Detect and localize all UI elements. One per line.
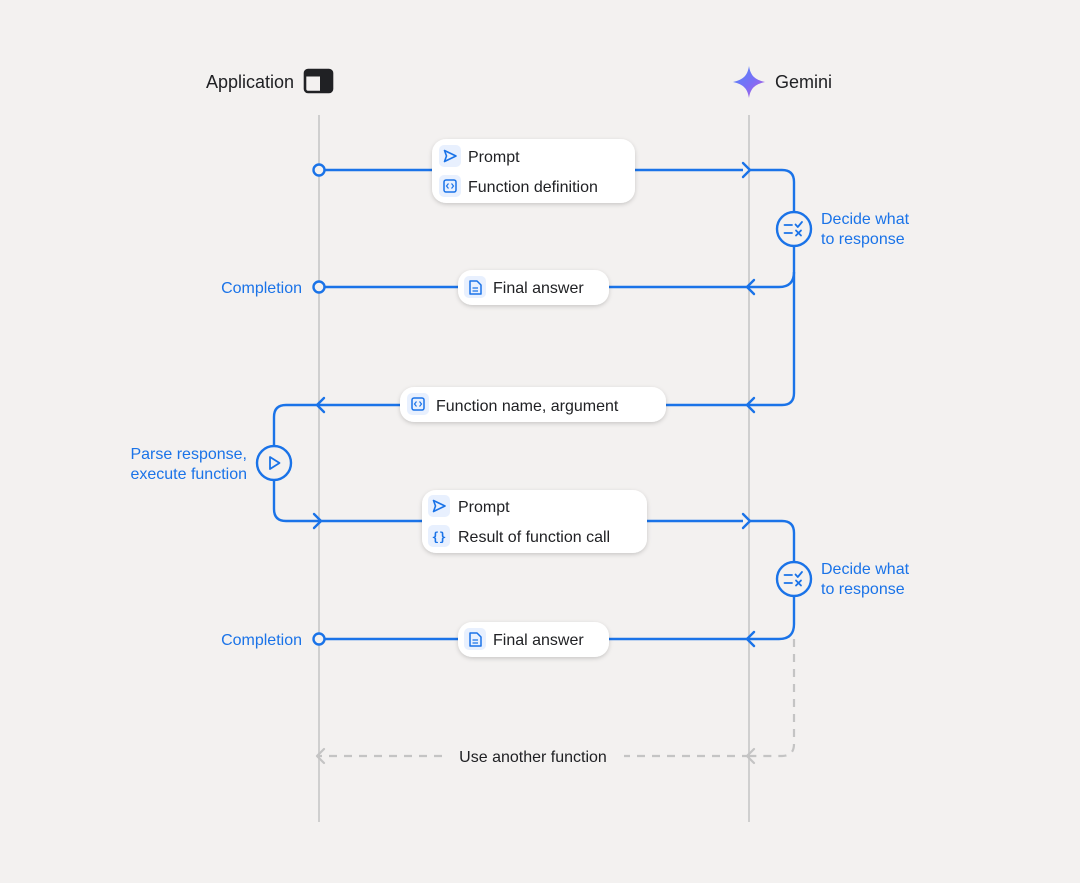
final-answer-label-2: Final answer: [493, 632, 584, 649]
send-icon: [428, 495, 450, 517]
gemini-label: Gemini: [775, 72, 832, 92]
prompt-label-1: Prompt: [468, 149, 520, 166]
arrow-loop-back: [315, 747, 756, 765]
message-card-final-answer-2: Final answer: [458, 622, 609, 657]
start-node: [312, 163, 326, 177]
function-definition-label: Function definition: [468, 179, 598, 196]
gemini-sparkle-icon: [733, 66, 765, 98]
curly-braces-icon: {}: [428, 525, 450, 547]
svg-text:{}: {}: [432, 530, 446, 544]
parse-label-line-2: execute function: [130, 466, 247, 483]
result-label: Result of function call: [458, 529, 610, 546]
decide-label-2-line-2: to response: [821, 581, 905, 598]
decision-branch-final-1: [750, 271, 796, 289]
message-card-final-answer-1: Final answer: [458, 270, 609, 305]
completion-label-1: Completion: [221, 280, 302, 297]
message-card-request-1: Prompt Function definition: [432, 139, 635, 203]
document-icon: [464, 628, 486, 650]
application-label: Application: [206, 72, 294, 92]
message-card-request-2: Prompt {} Result of function call: [422, 490, 647, 553]
browser-window-icon: [303, 68, 334, 94]
document-icon: [464, 276, 486, 298]
completion-label-2: Completion: [221, 632, 302, 649]
decision-list-icon: [775, 560, 813, 598]
send-icon: [439, 145, 461, 167]
function-call-label: Function name, argument: [436, 398, 619, 415]
final-answer-label-1: Final answer: [493, 280, 584, 297]
loop-back-label: Use another function: [459, 749, 607, 766]
decision-loop-2-dashed: [750, 639, 796, 758]
decide-label-1-line-1: Decide what: [821, 211, 910, 228]
message-card-function-call: Function name, argument: [400, 387, 666, 422]
completion-node-1: [312, 280, 326, 294]
code-icon: [439, 175, 461, 197]
decision-loop-1: [750, 168, 796, 407]
prompt-label-2: Prompt: [458, 499, 510, 516]
decide-label-1-line-2: to response: [821, 231, 905, 248]
completion-node-2: [312, 632, 326, 646]
code-icon: [407, 393, 429, 415]
decision-list-icon: [775, 210, 813, 248]
decide-label-2-line-1: Decide what: [821, 561, 910, 578]
play-icon: [255, 444, 293, 482]
parse-label-line-1: Parse response,: [130, 446, 247, 463]
